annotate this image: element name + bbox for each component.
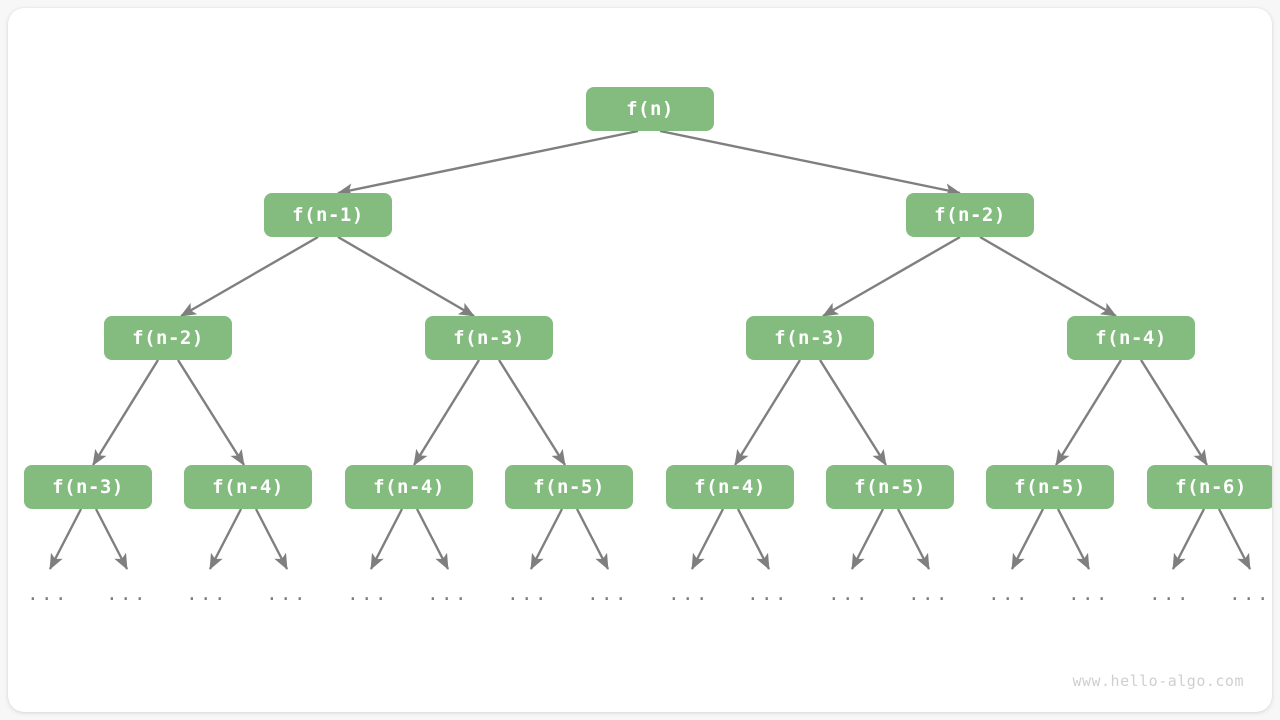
tree-node[interactable]: f(n-2) [104,316,232,360]
ellipsis-marker: ... [908,583,950,605]
tree-edge [822,235,961,318]
ellipsis-marker: ... [27,583,69,605]
tree-edge [1056,508,1091,570]
tree-edge [412,359,481,466]
tree-edge [659,129,961,197]
tree-node[interactable]: f(n) [586,87,714,131]
ellipsis-marker: ... [347,583,389,605]
ellipsis-marker: ... [988,583,1030,605]
tree-edge [48,508,83,570]
tree-node[interactable]: f(n-1) [264,193,392,237]
tree-node[interactable]: f(n-4) [666,465,794,509]
ellipsis-marker: ... [747,583,789,605]
ellipsis-marker: ... [507,583,549,605]
tree-edge [1054,359,1123,466]
ellipsis-marker: ... [587,583,629,605]
tree-node[interactable]: f(n-3) [24,465,152,509]
tree-node[interactable]: f(n-3) [746,316,874,360]
tree-edge [415,508,450,570]
tree-edge [180,235,319,318]
tree-edge [1139,359,1209,466]
tree-edge [94,508,129,570]
ellipsis-marker: ... [1229,583,1271,605]
tree-edge [529,508,564,570]
tree-edge [176,359,246,466]
tree-edge [818,359,888,466]
ellipsis-marker: ... [668,583,710,605]
tree-edge [979,235,1117,318]
tree-edge [497,359,567,466]
tree-node[interactable]: f(n-5) [986,465,1114,509]
tree-edge [736,508,771,570]
tree-edge [91,359,160,466]
tree-edge [733,359,802,466]
tree-edge [896,508,931,570]
tree-edge [208,508,243,570]
tree-node[interactable]: f(n-5) [826,465,954,509]
tree-edge [850,508,885,570]
tree-node[interactable]: f(n-2) [906,193,1034,237]
tree-node[interactable]: f(n-4) [345,465,473,509]
tree-node[interactable]: f(n-4) [1067,316,1195,360]
tree-edge [1010,508,1045,570]
tree-edge [337,235,475,318]
tree-node[interactable]: f(n-6) [1147,465,1272,509]
diagram-card: f(n) f(n-1) f(n-2) f(n-2) f(n-3) f(n-3) f(n-4)… [8,8,1272,712]
tree-edge [337,129,639,197]
tree-edge [1171,508,1206,570]
ellipsis-marker: ... [1149,583,1191,605]
tree-node[interactable]: f(n-5) [505,465,633,509]
ellipsis-marker: ... [106,583,148,605]
ellipsis-marker: ... [1068,583,1110,605]
ellipsis-marker: ... [186,583,228,605]
tree-edge [369,508,404,570]
ellipsis-marker: ... [828,583,870,605]
tree-edge [1217,508,1252,570]
watermark: www.hello-algo.com [1072,672,1244,690]
tree-edge [254,508,289,570]
tree-edge [575,508,610,570]
tree-node[interactable]: f(n-3) [425,316,553,360]
tree-node[interactable]: f(n-4) [184,465,312,509]
ellipsis-marker: ... [427,583,469,605]
ellipsis-marker: ... [266,583,308,605]
tree-edge [690,508,725,570]
